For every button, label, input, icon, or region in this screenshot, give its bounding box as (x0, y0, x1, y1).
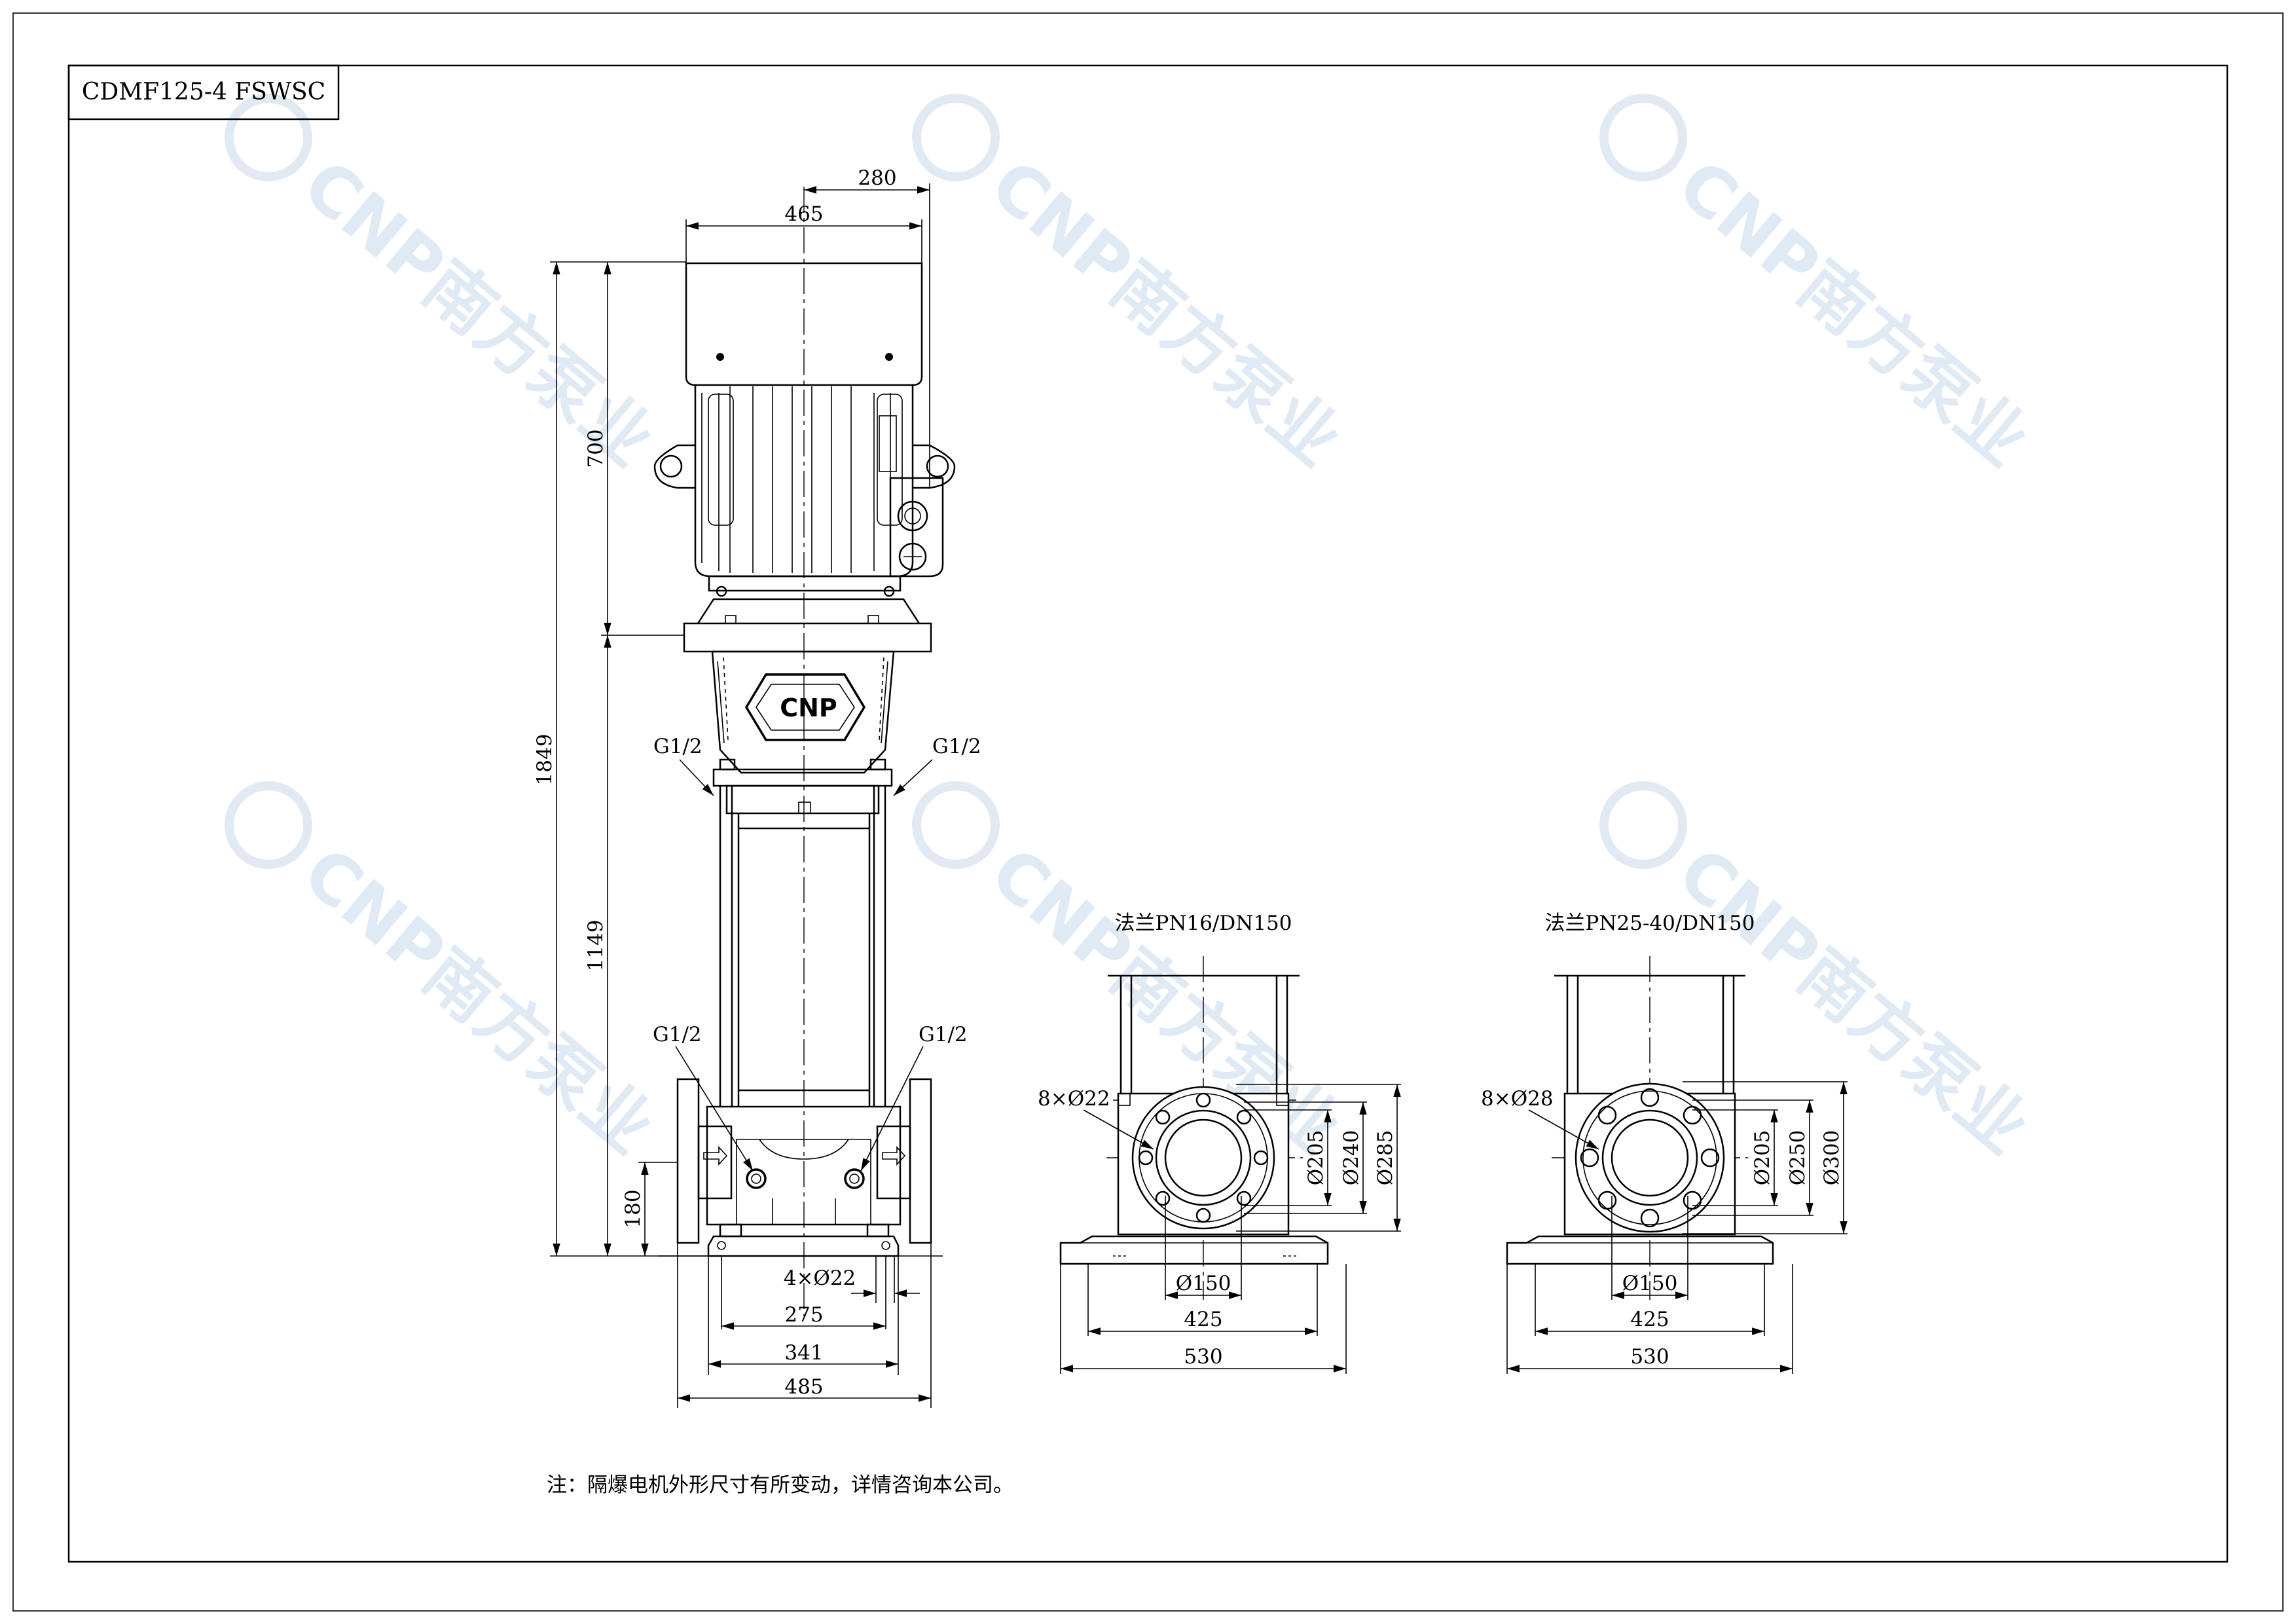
inlet-flange (676, 1078, 700, 1244)
flange-pn25-425: 425 (1630, 1308, 1669, 1331)
flange-bore (1155, 1109, 1252, 1206)
port-label: G1/2 (653, 735, 702, 758)
flange-pn16-outer: Ø285 (1374, 1130, 1397, 1186)
port-label: G1/2 (932, 735, 981, 758)
port-label: G1/2 (653, 1023, 702, 1046)
flange-pn25-bore: Ø205 (1751, 1130, 1774, 1186)
cooling-fins (701, 386, 903, 573)
flange-inner (1611, 1118, 1689, 1197)
pump-base-body (706, 1105, 902, 1226)
flange-pn16-inner: Ø150 (1176, 1272, 1231, 1295)
flange-pn25-inner: Ø150 (1622, 1272, 1678, 1295)
flange-pn25-holes: 8×Ø28 (1481, 1087, 1554, 1111)
title-box (67, 64, 340, 120)
lifting-lug-right (913, 444, 956, 489)
dim-485: 485 (784, 1375, 823, 1399)
watermark-text: 南方泵业 (409, 933, 668, 1170)
screw (885, 353, 893, 361)
flow-arrow-icon (703, 1145, 728, 1166)
flange-pn25-view: 法兰PN25-40/DN150 8×Ø28 (1481, 912, 1848, 1374)
dim-motor-height: 700 (584, 429, 608, 468)
terminal-box (889, 477, 944, 578)
outlet-flange (909, 1078, 932, 1244)
pump-head (725, 784, 880, 815)
base-plate (1506, 1235, 1774, 1265)
coupling-guard (711, 650, 895, 774)
inner-border (67, 64, 2229, 1563)
model-title: CDMF125-4 FSWSC (82, 79, 325, 105)
dim-top-right: 280 (858, 166, 896, 190)
dim-275: 275 (784, 1303, 823, 1327)
lifting-lug-left (653, 444, 695, 489)
drain-port (844, 1168, 865, 1189)
motor-stool-plate (683, 622, 932, 653)
dim-inlet-height: 180 (621, 1189, 645, 1228)
flange-bore (1601, 1109, 1698, 1206)
footnote: 注：隔爆电机外形尺寸有所变动，详情咨询本公司。 (547, 1473, 1013, 1497)
screw (716, 353, 724, 361)
base-plate (1059, 1235, 1329, 1265)
cnp-badge: CNP (744, 673, 866, 741)
bolt-holes (1580, 1088, 1720, 1228)
flange-pn25-outer: Ø300 (1820, 1130, 1844, 1186)
motor-flange (708, 575, 902, 592)
bolt-holes (1138, 1092, 1269, 1223)
flow-arrow-icon (882, 1145, 906, 1166)
watermark-text: 南方泵业 (1096, 246, 1356, 482)
flange-pn25-pcd: Ø250 (1786, 1130, 1810, 1186)
watermark-group: CNP 南方泵业 CNP 南方泵业 CNP 南方泵业 CNP 南方泵业 CNP … (225, 94, 2043, 1170)
dim-holes: 4×Ø22 (784, 1266, 856, 1290)
dim-341: 341 (784, 1341, 823, 1365)
drain-port (746, 1168, 767, 1189)
flange-pn16-view: 法兰PN16/DN150 (1038, 912, 1401, 1374)
flange-inner (1164, 1118, 1243, 1197)
outer-border (12, 12, 2284, 1612)
dim-overall-height: 1849 (533, 734, 556, 786)
flange-pn16-title: 法兰PN16/DN150 (1114, 912, 1292, 935)
watermark-text: 南方泵业 (1783, 246, 2043, 482)
watermark-text: 南方泵业 (409, 246, 668, 482)
flange-pn25-530: 530 (1630, 1345, 1669, 1369)
flange-pn16-bore: Ø205 (1304, 1130, 1328, 1186)
base-plate (707, 1235, 900, 1257)
flange-pn16-425: 425 (1184, 1308, 1222, 1331)
dim-lower-height: 1149 (584, 920, 608, 972)
flange-pn16-pcd: Ø240 (1339, 1130, 1363, 1186)
badge-text: CNP (780, 693, 837, 722)
port-label: G1/2 (919, 1023, 968, 1046)
flange-pn25-title: 法兰PN25-40/DN150 (1545, 912, 1755, 935)
flange-pn16-holes: 8×Ø22 (1038, 1087, 1110, 1111)
pump-front-view: CNP (533, 166, 981, 1408)
dim-top-left: 465 (784, 202, 823, 226)
flange-outer (1131, 1086, 1275, 1230)
flange-pn16-530: 530 (1184, 1345, 1222, 1369)
